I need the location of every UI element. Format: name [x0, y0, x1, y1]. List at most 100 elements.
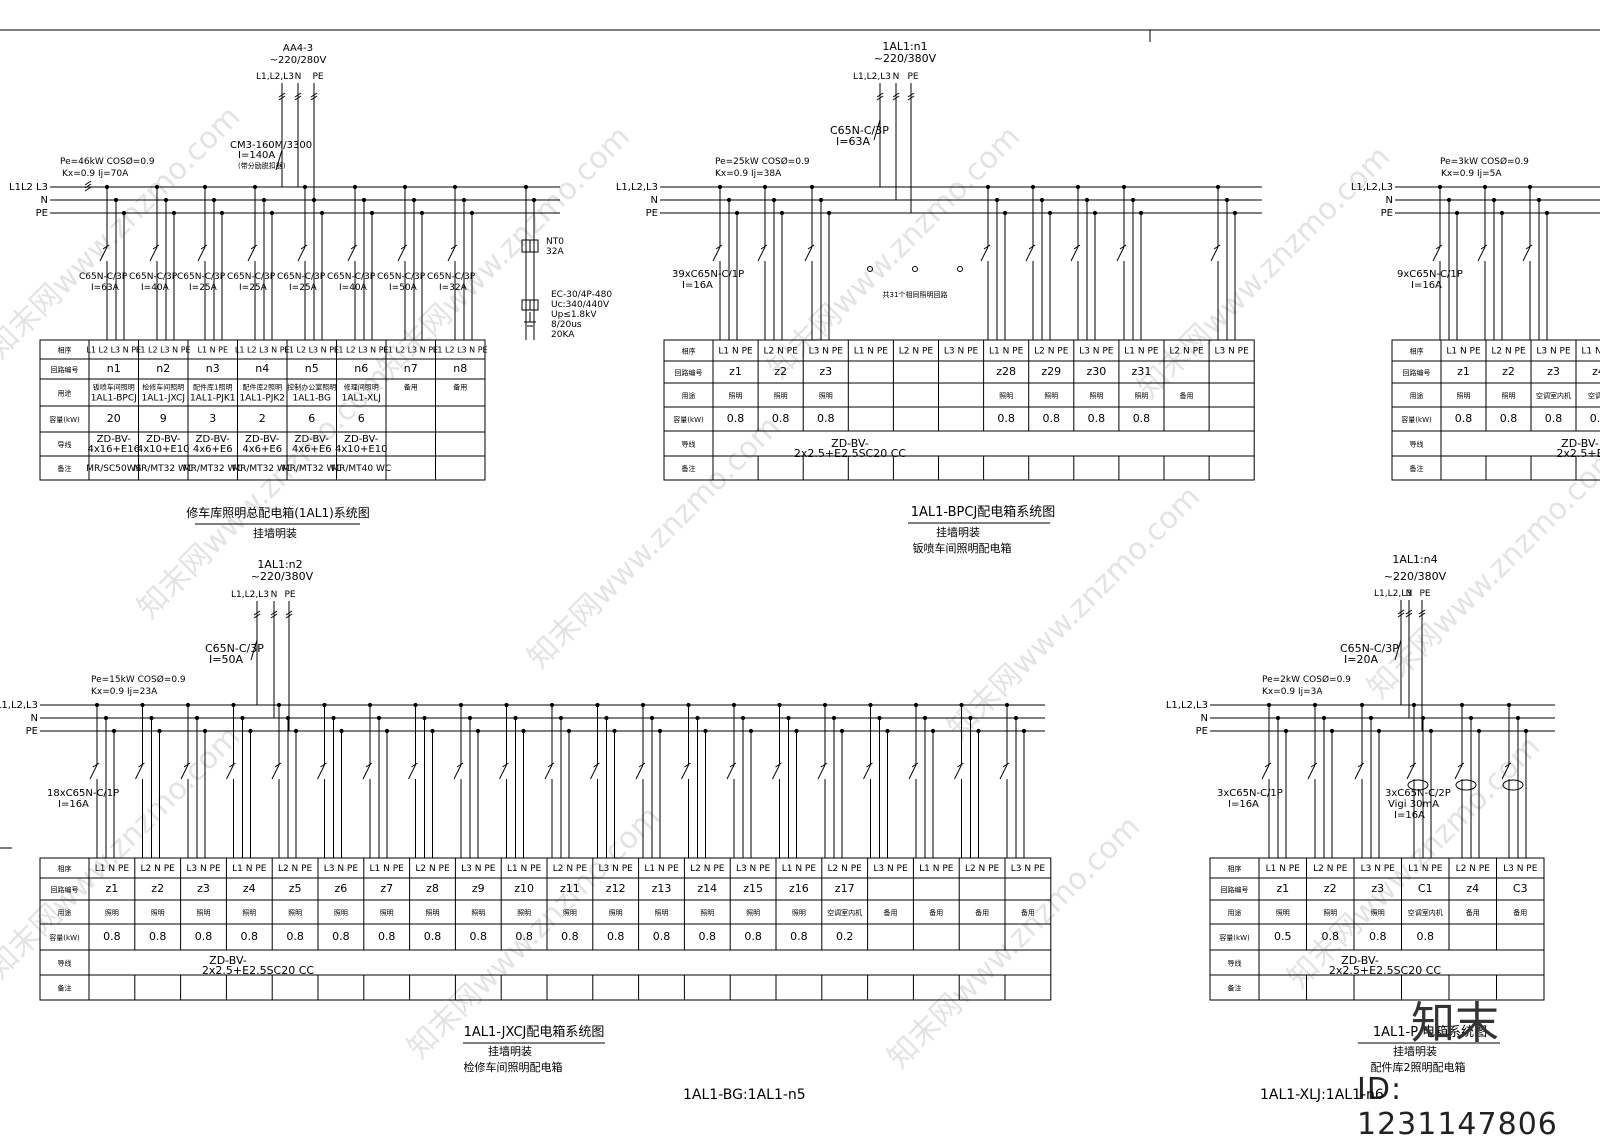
p4-phase-2: L3 N PE — [186, 864, 221, 874]
p1-main-note: (带分励脱扣器) — [238, 161, 286, 170]
p4-branch-20-neutral-dot — [1013, 715, 1019, 721]
p1-breaker-rating-4: I=25A — [289, 283, 318, 293]
p3-branch-breaker: 9xC65N-C/1P — [1397, 269, 1463, 280]
p4-branch-11-neutral-dot — [604, 715, 609, 721]
p2-id-1: z2 — [774, 365, 787, 378]
p5-load-1: Pe=2kW COSØ=0.9 — [1262, 674, 1351, 685]
p4-branch-4-breaker-mark — [274, 762, 282, 768]
p3-use-1: 照明 — [1502, 392, 1516, 400]
p1-use1-0: 钣喷车间照明 — [93, 383, 135, 392]
p2-branch-r2-breaker-mark — [1073, 244, 1081, 250]
p2-row-label-3: 容量(kW) — [673, 415, 704, 424]
p1-use2-2: 1AL1-PJK1 — [190, 394, 236, 404]
p2-incomer-tick — [907, 95, 915, 101]
p4-phase-1: L2 N PE — [141, 864, 176, 874]
p1-wire2-5: 4x10+E10 — [335, 444, 387, 455]
p4-id-15: z16 — [789, 882, 809, 895]
p2-branch-1-pe-dot — [779, 210, 785, 216]
p3-branch-2-breaker-mark — [1525, 244, 1533, 250]
p5-wire2: 2x2.5+E2.5SC20 CC — [1329, 964, 1442, 977]
p5-branch-rcd-2-phase-dot — [1506, 702, 1512, 708]
p4-id-16: z17 — [835, 882, 855, 895]
p4-branch-0-neutral-dot — [103, 715, 109, 721]
p5-incomer-tick — [1397, 609, 1405, 615]
p4-kw-8: 0.8 — [470, 930, 488, 943]
p1-main-current: I=140A — [238, 150, 275, 161]
p1-branch-0-phase-dot — [104, 184, 110, 190]
p2-branch-r4-breaker-mark — [1213, 244, 1221, 250]
p2-kw-9: 0.8 — [1133, 412, 1151, 425]
p1-incomer-tick — [278, 92, 286, 98]
p3-id-3: z4 — [1592, 365, 1600, 378]
p1-branch-6-neutral-dot — [411, 197, 417, 203]
p2-use-9: 照明 — [1134, 392, 1148, 400]
p2-phase-10: L2 N PE — [1169, 347, 1204, 357]
p1-branch-3-breaker-mark — [250, 244, 258, 250]
p4-kw-14: 0.8 — [744, 930, 762, 943]
p2-incomer-tick — [892, 95, 900, 101]
p4-branch-6-breaker-mark — [365, 762, 373, 768]
p3-branch-0-breaker-mark — [1435, 244, 1443, 250]
p4-branch-18-neutral-dot — [922, 715, 928, 721]
p4-branch-6-phase-dot — [367, 702, 373, 708]
p5-phase-3: L1 N PE — [1408, 864, 1443, 874]
p2-branch-r1-breaker-blade — [1025, 246, 1034, 262]
p1-branch-0-neutral-dot — [113, 197, 119, 203]
p4-use-7: 照明 — [426, 909, 440, 917]
p5-incomer-tick — [1418, 612, 1426, 618]
p4-row-label-5: 备注 — [58, 984, 72, 993]
p1-branch-7-breaker-mark — [450, 244, 458, 250]
p4-kw-4: 0.8 — [286, 930, 304, 943]
p2-branch-2-breaker-blade — [804, 246, 813, 262]
p4-use-13: 照明 — [700, 909, 714, 917]
p3-bus-label-2: PE — [1381, 208, 1393, 219]
p5-branch-rating: I=16A — [1228, 799, 1259, 810]
p1-wire1-5: ZD-BV- — [344, 434, 379, 445]
p4-use-8: 照明 — [471, 909, 485, 917]
p2-incomer-tick — [907, 92, 915, 98]
p2-branch-1-breaker-blade — [757, 246, 766, 262]
id-label: ID: 1231147806 — [1357, 1072, 1558, 1142]
p2-incomer-tick — [876, 92, 884, 98]
p5-incomer-tick — [1418, 609, 1426, 615]
p1-wire1-4: ZD-BV- — [295, 434, 330, 445]
p4-use-16: 空调室内机 — [827, 908, 862, 917]
p1-spd-dot — [523, 184, 529, 190]
p4-id-0: z1 — [106, 882, 119, 895]
p1-spd-fuse-2 — [529, 239, 539, 253]
p1-spd-model: EC-30/4P-480 — [551, 290, 612, 300]
p5-rcd-breaker: 3xC65N-C/2P — [1385, 788, 1451, 799]
p4-branch-8-neutral-dot — [467, 715, 473, 721]
p1-spd-in: 20KA — [551, 330, 575, 340]
p4-kw-9: 0.8 — [515, 930, 533, 943]
p4-branch-5-breaker-mark — [320, 762, 327, 768]
p1-phase-label: L1,L2,L3 — [256, 72, 294, 82]
p4-use-0: 照明 — [105, 909, 119, 917]
p4-use-4: 照明 — [288, 909, 302, 917]
p4-kw-0: 0.8 — [103, 930, 121, 943]
p1-id-1: n2 — [156, 362, 170, 375]
p4-branch-1-breaker-blade — [135, 764, 143, 780]
p4-branch-0-breaker-blade — [89, 764, 98, 780]
p1-wire2-4: 4x6+E6 — [292, 444, 332, 455]
p1-breaker-rating-2: I=25A — [189, 283, 218, 293]
p4-branch-15-breaker-mark — [775, 762, 782, 768]
p3-branch-1-neutral-dot — [1491, 197, 1497, 203]
p5-branch-1-phase-dot — [1312, 702, 1318, 708]
p1-branch-6-breaker-blade — [397, 246, 406, 262]
p2-branch-r3-phase-dot — [1121, 184, 1127, 190]
p4-branch-14-pe-dot — [748, 728, 754, 734]
p2-phase-2: L3 N PE — [809, 347, 844, 357]
p3-row-label-3: 容量(kW) — [1401, 415, 1432, 424]
p4-id-11: z12 — [606, 882, 626, 895]
p4-branch-2-neutral-dot — [194, 715, 200, 721]
p4-branch-0-breaker-mark — [92, 762, 100, 768]
p1-phase-4: L1 L2 L3 N PE — [284, 346, 339, 355]
p5-id-0: z1 — [1276, 882, 1289, 895]
p4-branch-14-breaker-mark — [729, 762, 737, 768]
p4-branch-20-pe-dot — [1021, 728, 1027, 734]
p1-mount: 挂墙明装 — [253, 526, 297, 540]
p5-branch-rcd-1-phase-dot — [1459, 702, 1465, 708]
p2-branch-r0-phase-dot — [985, 184, 991, 190]
